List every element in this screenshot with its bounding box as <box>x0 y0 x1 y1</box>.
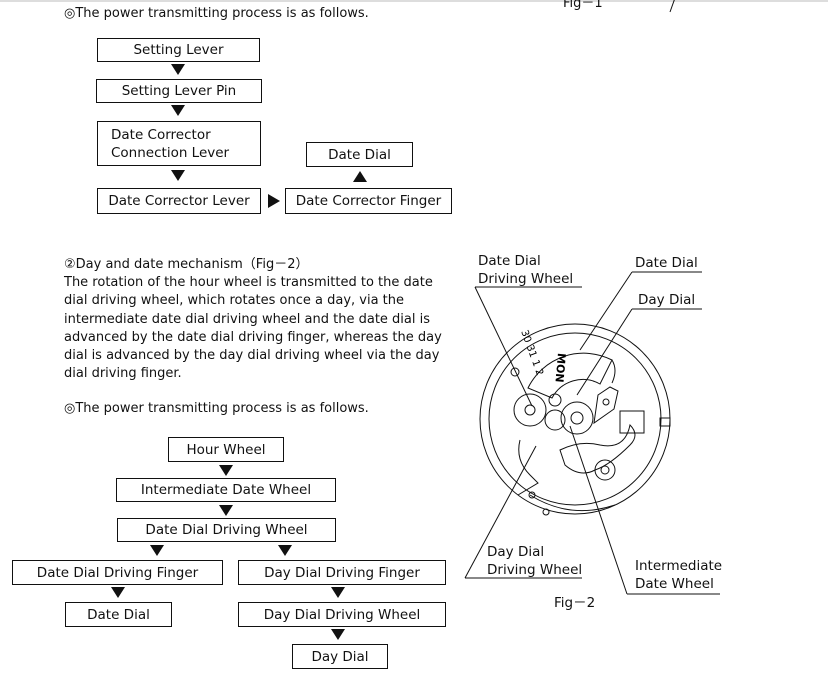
intermediate-date-wheel-shape <box>560 401 594 435</box>
intro-text-1: ◎The power transmitting process is as fo… <box>64 6 369 21</box>
date-dial-driving-wheel-shape <box>513 393 547 427</box>
label-line: Date Dial <box>478 253 541 269</box>
flow1-setting-lever: Setting Lever <box>97 38 260 62</box>
day-dial-sector <box>527 352 613 399</box>
label-day-dial-driving-wheel: Day Dial Driving Wheel <box>487 543 582 579</box>
flow2-date-dial-driving-finger: Date Dial Driving Finger <box>12 560 223 585</box>
label-intermediate-date-wheel: Intermediate Date Wheel <box>635 557 722 593</box>
flow1-date-dial: Date Dial <box>306 142 413 167</box>
flow2-day-dial-driving-wheel: Day Dial Driving Wheel <box>238 602 446 627</box>
section2-heading: ②Day and date mechanism（Fig－2） <box>64 257 309 272</box>
movement-inner-ring <box>488 332 662 506</box>
page-edge <box>0 0 828 2</box>
fig2-caption: Fig－2 <box>554 595 596 611</box>
body-line: dial driving finger. <box>64 366 182 382</box>
flow1-date-corrector-lever: Date Corrector Lever <box>97 188 261 214</box>
fig1-partial-stroke <box>669 0 675 13</box>
fig1-caption-partial: Fig－1 <box>563 0 603 11</box>
body-line: The rotation of the hour wheel is transm… <box>64 275 433 291</box>
arrow-right-icon <box>268 194 280 208</box>
arrow-down-icon <box>331 587 345 598</box>
dial-date-numbers: 30 31 1 2 <box>518 329 545 378</box>
label-line: Day Dial <box>487 544 545 560</box>
leader-day-dial <box>576 308 633 396</box>
label-day-dial: Day Dial <box>638 292 696 308</box>
crown-stem-block <box>619 410 645 434</box>
movement-outer-ring <box>479 323 671 515</box>
arrow-down-icon <box>219 465 233 476</box>
day-dial-driving-wheel-shape <box>544 409 566 431</box>
leader-date-dial <box>579 271 633 351</box>
arrow-down-icon <box>171 105 185 116</box>
label-line: Date Wheel <box>635 576 714 592</box>
body-line: advanced by the date dial driving finger… <box>64 329 442 345</box>
arrow-down-icon <box>111 587 125 598</box>
arrow-down-icon <box>171 64 185 75</box>
label-date-dial: Date Dial <box>635 255 698 271</box>
leader-day-dial-driving-wheel <box>464 445 537 579</box>
leader-date-dial-driving-wheel <box>474 286 533 407</box>
dial-text-mon: MON <box>552 353 568 384</box>
flow2-day-dial: Day Dial <box>292 644 388 669</box>
arrow-down-icon <box>331 629 345 640</box>
body-line: dial driving wheel, which rotates once a… <box>64 293 405 309</box>
flow2-date-dial: Date Dial <box>65 602 172 627</box>
day-dial-edge <box>611 359 616 384</box>
arrow-down-icon <box>171 170 185 181</box>
label-line: Intermediate <box>635 558 723 574</box>
flow1-date-corrector-finger: Date Corrector Finger <box>285 188 452 214</box>
body-line: intermediate date dial driving wheel and… <box>64 311 431 327</box>
label-line: Driving Wheel <box>487 562 583 578</box>
flow2-date-dial-driving-wheel: Date Dial Driving Wheel <box>117 518 336 542</box>
arrow-up-icon <box>353 171 367 182</box>
box-line: Date Corrector <box>111 126 211 143</box>
flow1-setting-lever-pin: Setting Lever Pin <box>96 79 262 103</box>
label-date-dial-driving-wheel: Date Dial Driving Wheel <box>478 252 573 288</box>
body-line: dial is advanced by the day dial driving… <box>64 348 440 364</box>
arrow-down-icon <box>219 505 233 516</box>
leader-intermediate-date-wheel <box>569 425 628 595</box>
section2-text: ②Day and date mechanism（Fig－2） The rotat… <box>64 256 454 383</box>
label-line: Driving Wheel <box>478 271 574 287</box>
intro-text-2: ◎The power transmitting process is as fo… <box>64 401 369 416</box>
flow1-date-corrector-connection-lever: Date Corrector Connection Lever <box>97 121 261 166</box>
arrow-down-icon <box>278 545 292 556</box>
flow2-hour-wheel: Hour Wheel <box>168 437 284 462</box>
flow2-intermediate-date-wheel: Intermediate Date Wheel <box>116 478 336 502</box>
arrow-down-icon <box>150 545 164 556</box>
box-line: Connection Lever <box>111 144 230 161</box>
flow2-day-dial-driving-finger: Day Dial Driving Finger <box>238 560 446 585</box>
